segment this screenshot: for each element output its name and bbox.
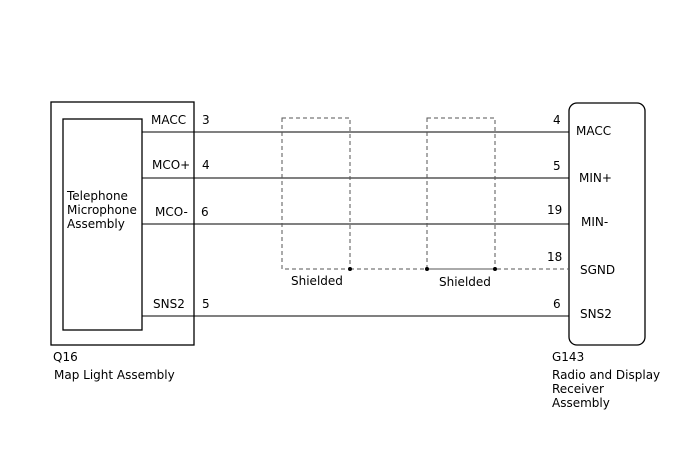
g143-name-line-3: Assembly	[552, 396, 610, 410]
q16-code: Q16	[53, 350, 78, 364]
inner-component-line-2: Microphone	[67, 203, 137, 217]
left-pin-number-mco-plus: 4	[202, 158, 210, 172]
inner-component-line-1: Telephone	[66, 189, 128, 203]
right-pin-label-min-minus: MIN-	[581, 215, 608, 229]
right-pin-label-sns2: SNS2	[580, 307, 612, 321]
right-pin-number-sgnd: 18	[547, 250, 562, 264]
right-pin-label-min-plus: MIN+	[579, 171, 612, 185]
inner-component-line-3: Assembly	[67, 217, 125, 231]
left-pin-number-sns2: 5	[202, 297, 210, 311]
g143-name-line-2: Receiver	[552, 382, 604, 396]
right-pin-number-min-minus: 19	[547, 203, 562, 217]
q16-name: Map Light Assembly	[54, 368, 175, 382]
left-pin-label-mco-minus: MCO-	[155, 205, 188, 219]
right-pin-label-sgnd: SGND	[580, 263, 615, 277]
shield-junction-1	[348, 267, 352, 271]
left-pin-label-macc: MACC	[151, 113, 186, 127]
right-pin-number-macc: 4	[553, 113, 561, 127]
shield-junction-3	[493, 267, 497, 271]
shield-box-2	[426, 117, 496, 270]
left-pin-label-sns2: SNS2	[153, 297, 185, 311]
g143-name-line-1: Radio and Display	[552, 368, 660, 382]
right-pin-number-min-plus: 5	[553, 159, 561, 173]
shield-label-2: Shielded	[439, 275, 491, 289]
right-pin-label-macc: MACC	[576, 124, 611, 138]
shield-box-1	[281, 117, 351, 270]
shield-junction-2	[425, 267, 429, 271]
left-pin-number-mco-minus: 6	[201, 205, 209, 219]
right-pin-number-sns2: 6	[553, 297, 561, 311]
left-pin-label-mco-plus: MCO+	[152, 158, 190, 172]
left-pin-number-macc: 3	[202, 113, 210, 127]
g143-code: G143	[552, 350, 584, 364]
shield-label-1: Shielded	[291, 274, 343, 288]
